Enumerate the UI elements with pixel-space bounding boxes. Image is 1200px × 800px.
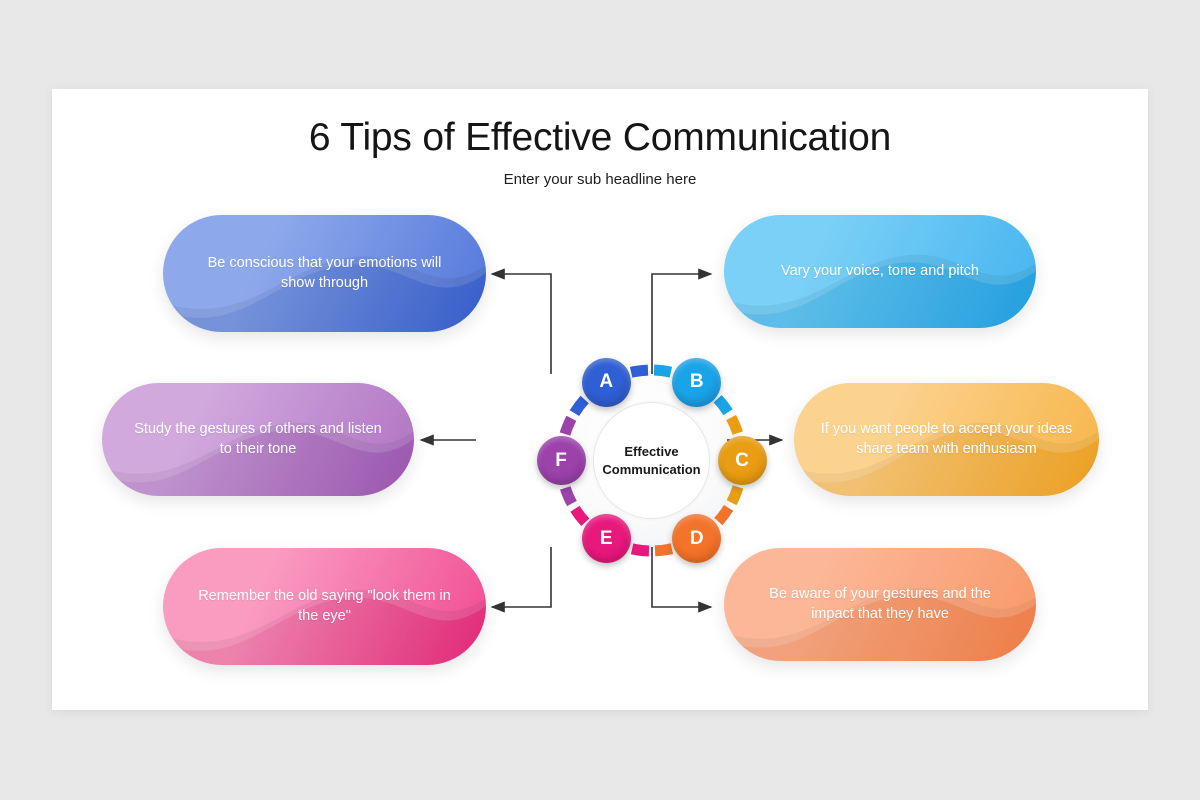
ring-segment-F-A bbox=[569, 395, 590, 417]
slide-card: 6 Tips of Effective Communication Enter … bbox=[52, 89, 1148, 710]
tip-text-b: Vary your voice, tone and pitch bbox=[780, 262, 979, 279]
center-hub: Effective Communication A B C D E F bbox=[536, 357, 767, 564]
tip-text-c: If you want people to accept your ideas … bbox=[820, 421, 1073, 457]
tip-pill-f[interactable]: Study the gestures of others and listen … bbox=[102, 383, 414, 496]
tip-text-a: Be conscious that your emotions will sho… bbox=[207, 255, 442, 291]
node-circle-c[interactable]: C bbox=[717, 436, 767, 485]
node-circle-a[interactable]: A bbox=[581, 357, 631, 407]
tip-text-e: Remember the old saying "look them in th… bbox=[198, 588, 451, 624]
ring-segment-A-B bbox=[653, 364, 674, 378]
node-letter-e: E bbox=[599, 527, 613, 549]
node-letter-b: B bbox=[689, 371, 704, 393]
node-letter-a: A bbox=[599, 371, 614, 393]
ring-segment-E-F bbox=[569, 504, 590, 526]
tip-text-d: Be aware of your gestures and the impact… bbox=[769, 586, 991, 622]
node-letter-f: F bbox=[555, 449, 567, 471]
ring-segment-C-D bbox=[713, 504, 734, 526]
ring-segment-C-D bbox=[726, 485, 744, 507]
tip-text-f: Study the gestures of others and listen … bbox=[134, 421, 382, 457]
tip-pill-d[interactable]: Be aware of your gestures and the impact… bbox=[724, 548, 1036, 661]
node-circle-f[interactable]: F bbox=[536, 436, 586, 485]
ring-segment-D-E bbox=[653, 543, 674, 557]
ring-segment-B-C bbox=[713, 395, 734, 417]
ring-segment-D-E bbox=[629, 543, 650, 557]
page-subtitle: Enter your sub headline here bbox=[503, 171, 697, 188]
ring-segment-A-B bbox=[629, 364, 650, 378]
tip-pill-b[interactable]: Vary your voice, tone and pitch bbox=[724, 215, 1036, 328]
hub-label-line1: Effective bbox=[624, 443, 679, 459]
node-letter-d: D bbox=[689, 527, 704, 549]
hub-label: Effective Communication bbox=[602, 443, 702, 478]
connector-e bbox=[490, 547, 552, 613]
ring-segment-B-C bbox=[726, 414, 744, 436]
ring-segment-E-F bbox=[559, 485, 577, 507]
ring-segment-F-A bbox=[559, 414, 577, 436]
node-circle-e[interactable]: E bbox=[581, 514, 631, 564]
tip-pill-a[interactable]: Be conscious that your emotions will sho… bbox=[163, 215, 486, 332]
node-letter-c: C bbox=[735, 449, 749, 471]
tip-pill-e[interactable]: Remember the old saying "look them in th… bbox=[163, 548, 486, 665]
hub-label-line2: Communication bbox=[602, 461, 701, 477]
hub-center-hole: Effective Communication bbox=[593, 402, 710, 519]
connector-a bbox=[490, 268, 552, 374]
tip-pill-c[interactable]: If you want people to accept your ideas … bbox=[794, 383, 1099, 496]
page-title: 6 Tips of Effective Communication bbox=[308, 116, 892, 159]
node-circle-b[interactable]: B bbox=[672, 357, 722, 407]
